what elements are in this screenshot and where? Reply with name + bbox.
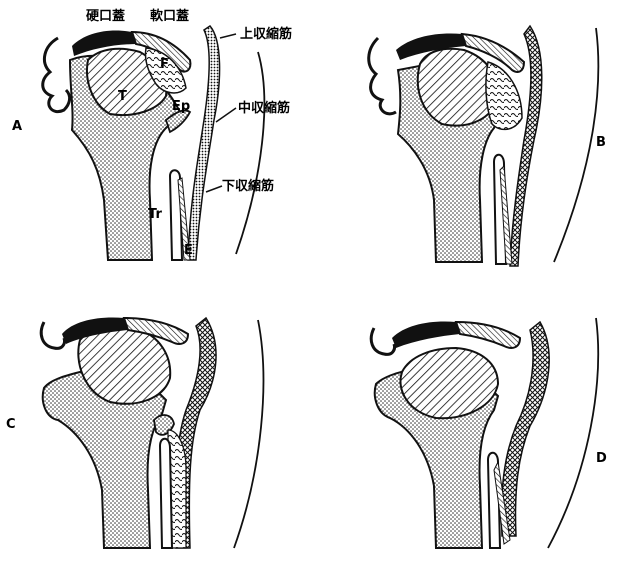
soft-palate xyxy=(456,322,520,348)
arrow-superior xyxy=(220,34,236,38)
panel-letter-c: C xyxy=(6,417,16,432)
trachea xyxy=(160,439,172,548)
panel-d xyxy=(371,318,598,548)
pharyngeal-wall xyxy=(188,26,220,260)
panel-b xyxy=(369,26,599,266)
neck-outline xyxy=(554,28,598,262)
panel-c xyxy=(41,318,263,548)
face-outline xyxy=(371,328,394,354)
face-outline xyxy=(41,322,64,348)
label-hard-palate: 硬口蓋 xyxy=(86,8,125,24)
neck-outline xyxy=(548,318,598,548)
arrow-inferior xyxy=(206,186,222,192)
neck-outline xyxy=(236,52,264,254)
label-middle-constrictor: 中収縮筋 xyxy=(238,100,290,116)
face-outline xyxy=(369,38,396,114)
neck-outline xyxy=(234,320,263,548)
label-tongue: T xyxy=(118,89,127,104)
panel-letter-b: B xyxy=(596,135,606,150)
label-esophagus: E xyxy=(184,243,193,258)
panel-letter-a: A xyxy=(12,119,22,134)
label-trachea: Tr xyxy=(148,207,162,222)
panel-a xyxy=(43,26,265,260)
label-fold: F xyxy=(160,57,169,72)
hard-palate xyxy=(392,322,460,348)
label-inferior-constrictor: 下収縮筋 xyxy=(222,178,274,194)
label-superior-constrictor: 上収縮筋 xyxy=(240,26,292,42)
label-soft-palate: 軟口蓋 xyxy=(150,8,189,24)
face-outline xyxy=(43,38,70,112)
panel-letter-d: D xyxy=(596,451,607,466)
arrow-middle xyxy=(216,108,236,122)
pharyngeal-wall xyxy=(502,322,550,536)
label-epiglottis: Ep xyxy=(172,99,190,114)
